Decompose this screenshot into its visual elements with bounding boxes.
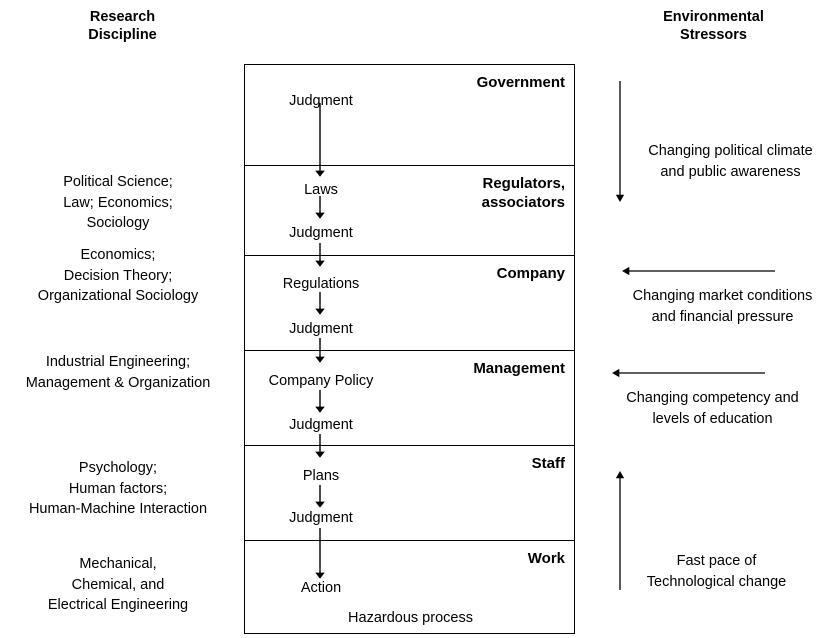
stressor-text-competency-education: Changing competency and levels of educat… bbox=[626, 390, 799, 427]
flow-label-judgment-regulators: Judgment bbox=[289, 225, 353, 241]
level-regulators: Regulators, associators Laws Judgment bbox=[245, 166, 574, 256]
flow-label-plans: Plans bbox=[302, 468, 340, 484]
flow-label-judgment-government: Judgment bbox=[289, 93, 353, 109]
level-management: Management Company Policy Judgment bbox=[245, 351, 574, 446]
flow-label-judgment-staff: Judgment bbox=[289, 510, 353, 526]
level-staff: Staff Plans Judgment bbox=[245, 446, 574, 541]
flow-label-action: Action bbox=[300, 580, 342, 596]
stressor-text-market-conditions: Changing market conditions and financial… bbox=[632, 288, 813, 325]
column-heading-research-discipline: Research Discipline bbox=[88, 9, 157, 43]
discipline-label-staff: Psychology; Human factors; Human-Machine… bbox=[28, 460, 208, 517]
level-title-regulators: Regulators, associators bbox=[481, 175, 565, 211]
column-heading-environmental-stressors: Environmental Stressors bbox=[663, 9, 764, 43]
stressor-text-technological-change: Fast pace of Technological change bbox=[646, 553, 787, 590]
flow-label-company-policy: Company Policy bbox=[268, 373, 374, 389]
flow-label-regulations: Regulations bbox=[282, 276, 360, 292]
flow-label-judgment-company: Judgment bbox=[289, 321, 353, 337]
flow-label-hazardous-process: Hazardous process bbox=[348, 610, 473, 626]
level-title-staff: Staff bbox=[531, 455, 565, 472]
stressor-text-political-climate: Changing political climate and public aw… bbox=[648, 143, 813, 180]
discipline-label-company: Economics; Decision Theory; Organization… bbox=[37, 247, 199, 304]
level-title-management: Management bbox=[473, 360, 565, 377]
discipline-label-management: Industrial Engineering; Management & Org… bbox=[25, 354, 211, 391]
flow-label-laws: Laws bbox=[304, 182, 338, 198]
sociotechnical-level-stack: Government Judgment Regulators, associat… bbox=[244, 64, 575, 634]
discipline-label-work: Mechanical, Chemical, and Electrical Eng… bbox=[47, 556, 189, 613]
level-company: Company Regulations Judgment bbox=[245, 256, 574, 351]
level-government: Government Judgment bbox=[245, 65, 574, 166]
flow-label-judgment-management: Judgment bbox=[289, 417, 353, 433]
level-title-government: Government bbox=[476, 74, 565, 91]
level-work: Work Action Hazardous process bbox=[245, 541, 574, 635]
level-title-company: Company bbox=[496, 265, 565, 282]
discipline-label-government: Political Science; Law; Economics; Socio… bbox=[63, 174, 173, 231]
level-title-work: Work bbox=[527, 550, 565, 567]
